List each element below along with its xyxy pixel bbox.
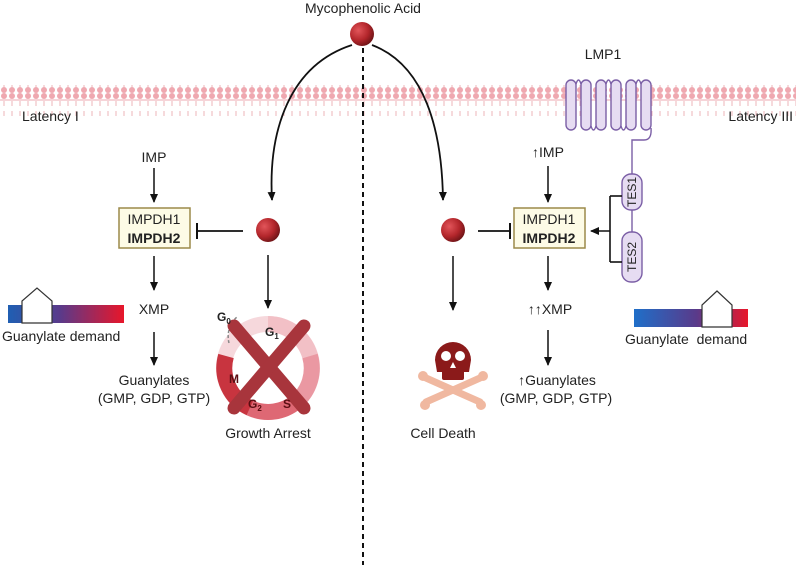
right-guanylate-list: (GMP, GDP, GTP)	[500, 390, 612, 406]
drug-molecule	[350, 22, 374, 46]
drug-label: Mycophenolic Acid	[305, 0, 421, 16]
latency-i-label: Latency I	[22, 108, 79, 124]
drug-arrow-right	[371, 44, 447, 201]
right-xmp-label: ↑↑XMP	[528, 301, 572, 317]
left-impdh1-label: IMPDH1	[128, 211, 181, 227]
tes2-domain: TES2	[621, 231, 643, 283]
right-impdh2-label: IMPDH2	[523, 230, 576, 246]
right-drug-molecule	[441, 218, 465, 242]
tes1-domain: TES1	[621, 173, 643, 211]
right-guanylates-label: ↑Guanylates	[518, 372, 596, 388]
cell-membrane	[0, 85, 796, 116]
phase-m-label: M	[229, 372, 239, 386]
left-guanylate-list: (GMP, GDP, GTP)	[98, 390, 210, 406]
right-demand-label: Guanylate demand	[625, 331, 747, 347]
tes1-label: TES1	[625, 177, 639, 207]
left-guanylates-label: Guanylates	[119, 372, 190, 388]
drug-arrow-left	[267, 44, 353, 201]
lmp1-protein-icon	[565, 79, 652, 232]
left-demand-gene-icon	[8, 287, 124, 324]
lmp1-label: LMP1	[585, 46, 622, 62]
left-drug-molecule	[256, 218, 280, 242]
phase-g2-label: G2	[248, 397, 262, 413]
left-xmp-label: XMP	[139, 301, 169, 317]
tes2-label: TES2	[625, 242, 639, 272]
cell-death-label: Cell Death	[410, 425, 475, 441]
left-enzyme-box: IMPDH1 IMPDH2	[118, 207, 191, 249]
cell-cycle-icon	[216, 316, 320, 420]
left-impdh2-label: IMPDH2	[128, 230, 181, 246]
right-enzyme-box: IMPDH1 IMPDH2	[513, 207, 586, 249]
left-imp-label: IMP	[142, 149, 167, 165]
phase-g1-label: G1	[265, 325, 279, 341]
right-imp-label: ↑IMP	[532, 144, 564, 160]
tes-activation-bracket	[590, 195, 622, 263]
latency-iii-label: Latency III	[728, 108, 793, 124]
phase-s-label: S	[283, 397, 291, 411]
left-demand-label: Guanylate demand	[2, 328, 120, 344]
growth-arrest-label: Growth Arrest	[225, 425, 311, 441]
skull-crossbones-icon	[418, 342, 488, 410]
right-impdh1-label: IMPDH1	[523, 211, 576, 227]
phase-g0-label: G0	[217, 310, 231, 326]
right-demand-gene-icon	[634, 290, 748, 328]
